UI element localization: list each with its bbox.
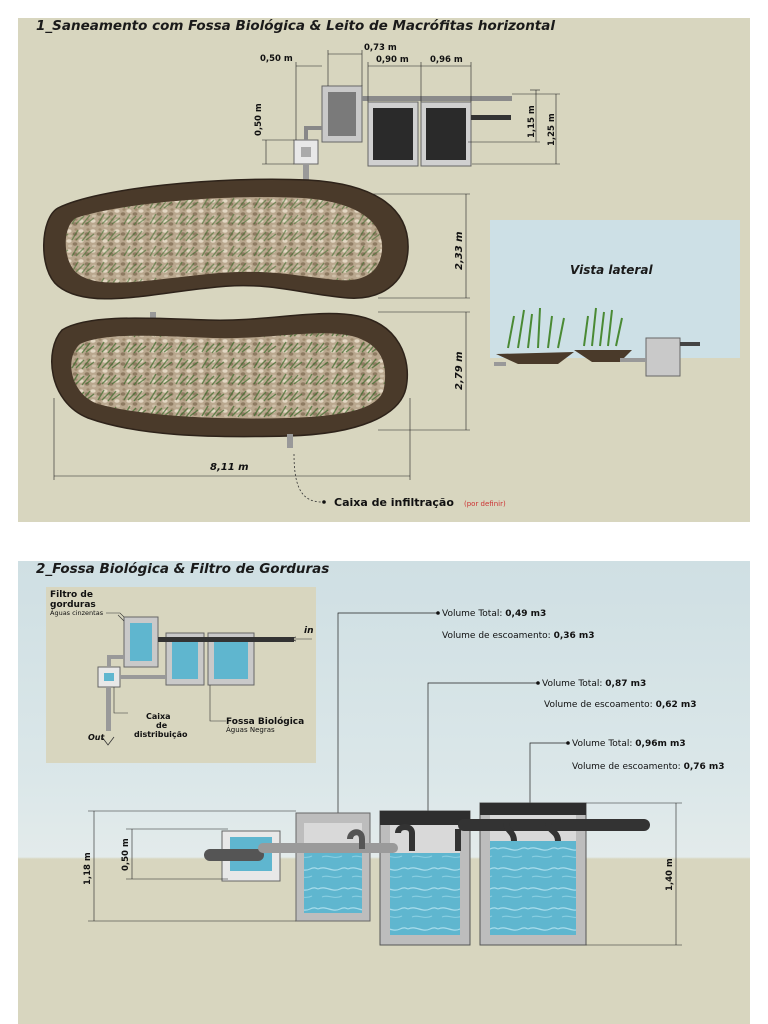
inlet-pipe [362,96,512,101]
top-tanks-plan [293,85,512,186]
connecting-pipe [258,843,398,853]
outlet-pipe [287,434,293,448]
box-label-2: de [156,721,168,730]
section-1-title: 1_Saneamento com Fossa Biológica & Leito… [36,18,555,34]
vol2-esc: Volume de escoamento: 0,62 m3 [544,700,697,710]
in-label: in [304,626,314,636]
dim-050: 0,50 m [121,838,131,871]
dim-115: 1,15 m [527,105,537,138]
lateral-view-inset: Vista lateral [490,220,740,377]
vol1-esc: Volume de escoamento: 0,36 m3 [442,631,595,641]
filter-label-1: Filtro de [50,590,93,600]
section-1-panel: 1_Saneamento com Fossa Biológica & Leito… [18,18,750,522]
dim-073: 0,73 m [364,43,397,53]
reed-bed-lower [51,312,409,438]
fossa-sub: Águas Negras [226,725,275,734]
filter-label-2: gorduras [50,600,96,610]
infiltration-box-label: Caixa de infiltração [334,496,454,509]
section-2-panel: 2_Fossa Biológica & Filtro de Gorduras F… [18,561,750,1024]
dim-233: 2,33 m [454,231,465,270]
lateral-view-label: Vista lateral [570,263,653,277]
section-2-diagram: Volume Total: 0,49 m3 Volume de escoamen… [83,609,725,946]
section-2-title: 2_Fossa Biológica & Filtro de Gorduras [36,561,330,577]
dim-125: 1,25 m [547,113,557,146]
vol2-total: Volume Total: 0,87 m3 [542,679,646,689]
infiltration-note: (por definir) [464,500,506,508]
vol3-esc: Volume de escoamento: 0,76 m3 [572,762,725,772]
dim-050-top: 0,50 m [260,54,293,64]
dim-279: 2,79 m [454,351,465,390]
box-label-3: distribuição [134,730,188,739]
dim-096: 0,96 m [430,55,463,65]
out-label: Out [88,733,105,742]
vol3-total: Volume Total: 0,96m m3 [572,739,686,749]
plan-inset: Filtro de gorduras Águas cinzentas in Ou… [46,587,316,763]
dim-050-side: 0,50 m [254,103,264,136]
vol1-total: Volume Total: 0,49 m3 [442,609,546,619]
fossa-label: Fossa Biológica [226,716,304,727]
box-label-1: Caixa [146,712,171,721]
dim-140: 1,40 m [665,858,675,891]
reed-bed-upper [43,178,409,300]
dim-118: 1,18 m [83,852,93,885]
filter-sub: Águas cinzentas [50,608,104,617]
dim-090: 0,90 m [376,55,409,65]
grease-filter-section [295,812,371,922]
dim-811: 8,11 m [210,462,249,473]
section-1-diagram: 0,50 m 0,73 m 0,90 m 0,96 m 0,50 m 1,15 … [43,43,740,509]
distribution-box-section [204,830,281,882]
